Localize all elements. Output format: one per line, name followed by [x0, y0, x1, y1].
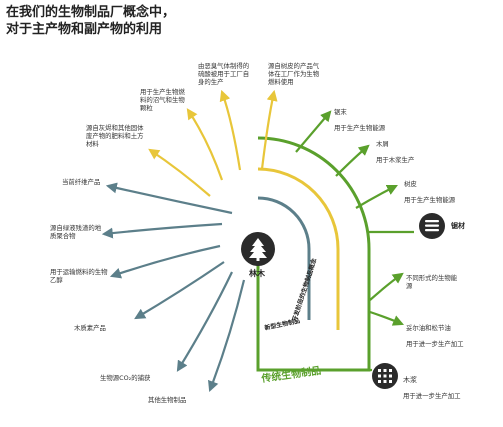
yellow-label-3: 由恶臭气体制得的硫酸被用于工厂自身的生产 — [198, 62, 250, 86]
tree-icon — [249, 238, 267, 261]
green-label-5-name: 妥尔油和松节油 — [406, 324, 451, 332]
yellow-label-4: 源自树皮的产品气体在工厂作为生物燃料使用 — [268, 62, 320, 86]
yellow-label-2: 用于生产生物燃料的沼气和生物颗粒 — [140, 88, 185, 112]
green-arc-label: 传统生物制品 — [260, 364, 322, 385]
green-label-2-desc: 用于木浆生产 — [376, 156, 415, 164]
title-line-2: 对于主产物和副产物的利用 — [6, 22, 163, 37]
green-branch-3 — [355, 185, 398, 209]
blue-label-1: 当前纤维产品 — [62, 178, 101, 186]
green-branch-6 — [369, 310, 405, 326]
green-label-3-desc: 用于生产生物能源 — [404, 196, 456, 204]
green-label-1-desc: 用于生产生物能源 — [334, 124, 386, 132]
green-branch-1 — [295, 110, 332, 153]
blue-label-3: 用于运输燃料的生物乙醇 — [50, 268, 108, 284]
pulp-label: 木浆 用于进一步生产加工 — [403, 368, 499, 400]
pulp-label-desc: 用于进一步生产加工 — [403, 392, 461, 400]
yellow-branch-2 — [186, 108, 224, 181]
blue-branch-4 — [134, 261, 225, 320]
sawn-timber-icon — [425, 220, 439, 232]
yellow-branch-3 — [219, 89, 242, 171]
green-label-5: 妥尔油和松节油 用于进一步生产加工 — [406, 316, 496, 348]
green-branch-2 — [335, 144, 370, 177]
yellow-branch-1 — [148, 148, 211, 197]
yellow-arc-label: 新型生物制品 — [264, 317, 301, 332]
blue-arc — [257, 196, 311, 320]
blue-label-4: 木质素产品 — [74, 324, 106, 332]
blue-label-6: 其他生物制品 — [148, 396, 187, 404]
page-title: 在我们的生物制品厂概念中， 对于主产物和副产物的利用 — [6, 4, 175, 38]
yellow-arc — [257, 167, 340, 330]
pulp-icon — [378, 369, 392, 383]
blue-branch-3 — [109, 244, 221, 279]
blue-branch-5 — [176, 271, 233, 372]
yellow-branch-4 — [260, 89, 278, 170]
yellow-label-1: 源自灰烬和其他固体废产物的肥料和土方材料 — [86, 124, 144, 148]
sawn-label: 锯材 — [451, 222, 465, 230]
blue-branch-6 — [208, 279, 246, 393]
green-branch-5 — [369, 272, 404, 301]
green-label-4-desc: 不同形式的生物能源 — [406, 274, 458, 290]
blue-label-5: 生物源CO₂的捕获 — [100, 374, 151, 382]
green-label-3-name: 树皮 — [404, 180, 417, 188]
green-label-2-name: 木屑 — [376, 140, 389, 148]
pulp-label-name: 木浆 — [403, 376, 417, 384]
green-label-3: 树皮 用于生产生物能源 — [404, 172, 484, 204]
green-arc — [256, 136, 371, 372]
blue-branch-2 — [101, 222, 223, 239]
green-label-4: 不同形式的生物能源 — [406, 266, 462, 290]
center-label: 林木 — [249, 269, 265, 278]
green-label-1-name: 锯末 — [334, 108, 347, 116]
blue-branch-1 — [105, 182, 233, 215]
green-label-5-desc: 用于进一步生产加工 — [406, 340, 464, 348]
blue-arc-label: 开发阶段的生物制品概念 — [290, 257, 318, 322]
blue-label-2: 源自绿液残渣的地质聚合物 — [50, 224, 102, 240]
title-line-1: 在我们的生物制品厂概念中， — [6, 5, 176, 20]
green-label-1: 锯末 用于生产生物能源 — [334, 100, 414, 132]
green-label-2: 木屑 用于木浆生产 — [376, 132, 446, 164]
